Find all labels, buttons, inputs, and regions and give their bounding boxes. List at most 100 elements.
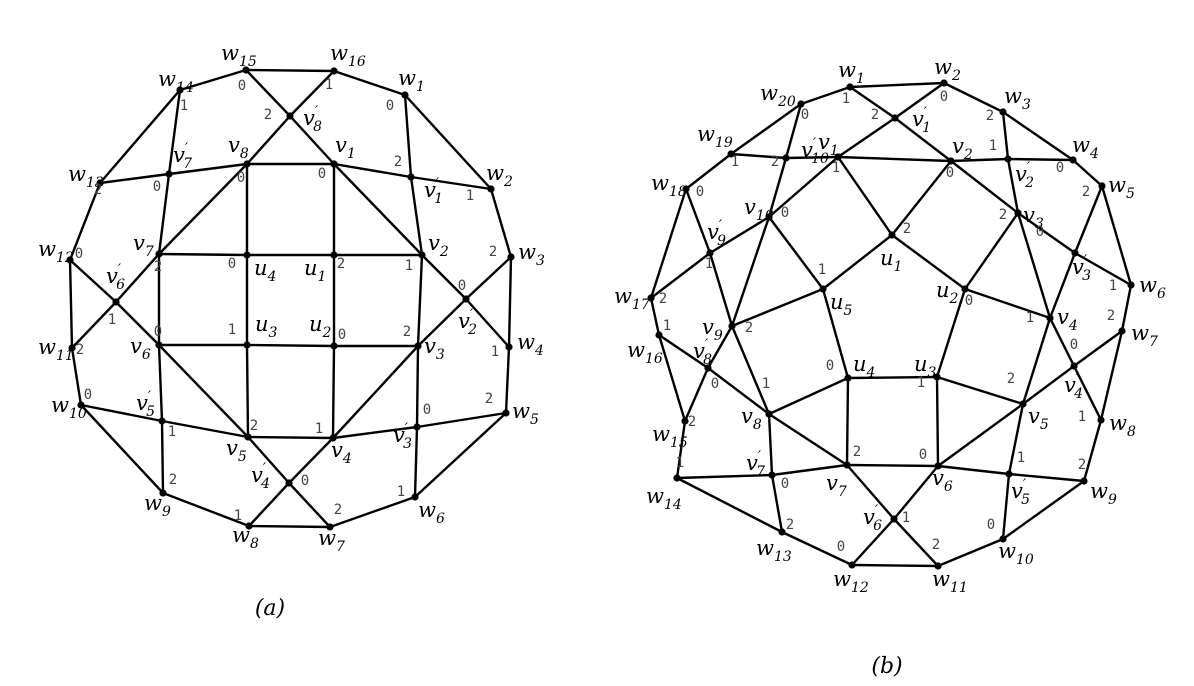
vertex-label-b-v8: v8 — [741, 404, 762, 433]
edge-color-label: 1 — [466, 188, 474, 204]
node-b-v10 — [765, 213, 773, 221]
node-b-w18 — [682, 185, 690, 193]
edge-color-label: 0 — [781, 476, 789, 492]
edge-b-vp7-v8 — [767, 412, 774, 477]
edge-b-vp10-v10 — [767, 156, 788, 219]
edge-b-w1-vp1 — [848, 85, 897, 120]
edge-a-vp8-w16 — [288, 69, 336, 118]
edge-a-w3-vp2 — [464, 255, 513, 301]
edge-a-vp4-v5 — [246, 435, 291, 485]
node-a-v6 — [155, 341, 163, 349]
edge-color-label: 0 — [1036, 224, 1044, 240]
edge-a-w1-vp1 — [403, 93, 413, 179]
edge-b-w8-w9 — [1082, 418, 1103, 483]
panel-a-nodes — [66, 66, 515, 531]
edge-color-label: 2 — [1007, 371, 1015, 387]
edge-color-label: 2 — [853, 444, 861, 460]
vertex-label-a-w16: w16 — [330, 41, 366, 70]
edge-color-label: 1 — [917, 375, 925, 391]
vertex-label-b-w7: w7 — [1131, 321, 1158, 350]
vertex-label-a-v6: v6 — [130, 334, 151, 363]
edge-color-label: 1 — [1026, 310, 1034, 326]
node-a-v4 — [329, 434, 337, 442]
edge-b-w3-vp2 — [1001, 110, 1010, 161]
node-a-w9 — [159, 489, 167, 497]
node-b-w12 — [848, 561, 856, 569]
edge-color-label: 2 — [76, 342, 84, 358]
node-b-w3 — [999, 108, 1007, 116]
vertex-label-b-u5: u5 — [830, 290, 853, 319]
vertex-label-a-vp1: v′1 — [424, 176, 443, 207]
vertex-label-a-w11: w11 — [38, 335, 74, 364]
node-a-u3 — [243, 341, 251, 349]
node-b-vp9 — [706, 249, 714, 257]
edge-a-w13-w14 — [98, 88, 182, 185]
edge-b-vp2-v3 — [1006, 157, 1020, 215]
vertex-label-b-w6: w6 — [1139, 273, 1166, 302]
edge-color-label: 0 — [228, 256, 236, 272]
edge-a-w9-vp5 — [160, 419, 165, 495]
vertex-label-b-u2: u2 — [936, 278, 959, 307]
edge-color-label: 1 — [168, 424, 176, 440]
edge-b-v2-v3 — [949, 159, 1020, 215]
node-b-v9 — [728, 322, 736, 330]
edge-a-vp3-v3 — [415, 344, 420, 429]
edge-b-w11-w12 — [850, 563, 940, 568]
edge-a-v2-v3 — [416, 253, 424, 348]
edge-color-label: 0 — [238, 78, 246, 94]
node-b-w15 — [681, 417, 689, 425]
edge-color-label: 0 — [154, 324, 162, 340]
edge-color-label: 2 — [489, 244, 497, 260]
edge-a-w10-vp5 — [79, 403, 164, 423]
edge-a-w12-w13 — [68, 181, 102, 262]
edge-a-w4-vp2 — [464, 297, 511, 349]
edge-a-vp7-v7 — [157, 172, 171, 256]
vertex-label-a-vp4: v′4 — [251, 461, 270, 492]
vertex-label-a-w6: w6 — [418, 498, 445, 527]
edge-color-label: 0 — [237, 170, 245, 186]
node-b-vp10 — [782, 154, 790, 162]
edge-color-label: 2 — [871, 107, 879, 123]
edge-color-label: 1 — [818, 262, 826, 278]
edge-a-u2-v4 — [331, 344, 336, 440]
edge-b-vp1-v1 — [836, 116, 897, 159]
vertex-label-b-v5: v5 — [1028, 404, 1049, 433]
edge-a-u3-v5 — [245, 343, 250, 439]
edge-a-w10-w11 — [70, 346, 83, 407]
edge-color-label: 2 — [250, 418, 258, 434]
vertex-label-a-w4: w4 — [517, 330, 544, 359]
vertex-label-a-w3: w3 — [518, 240, 545, 269]
node-b-w6 — [1127, 281, 1135, 289]
edge-b-w12-vp6 — [850, 517, 896, 567]
edge-a-w9-w10 — [79, 403, 165, 495]
edge-b-w20-w1 — [799, 85, 852, 106]
edge-b-w6-vp3 — [1073, 251, 1133, 287]
edge-color-label: 0 — [75, 246, 83, 262]
node-a-v3 — [414, 342, 422, 350]
vertex-label-b-vp7: v′7 — [746, 449, 765, 480]
edge-b-w9-w10 — [1001, 479, 1086, 541]
edge-color-label: 0 — [84, 387, 92, 403]
node-a-vp2 — [462, 295, 470, 303]
vertex-label-a-vp3: v′3 — [393, 421, 412, 452]
edge-color-label: 1 — [1109, 278, 1117, 294]
edge-a-vp5-v6 — [157, 343, 164, 423]
vertex-label-b-vp1: v′1 — [912, 105, 931, 136]
edge-b-v9-u5 — [730, 287, 825, 328]
edge-color-label: 0 — [153, 179, 161, 195]
node-a-w6 — [411, 493, 419, 501]
edge-color-label: 1 — [663, 318, 671, 334]
edge-color-label: 0 — [1070, 337, 1078, 353]
node-b-w19 — [727, 150, 735, 158]
edge-color-label: 2 — [786, 517, 794, 533]
edge-color-label: 2 — [403, 324, 411, 340]
node-b-vp1 — [891, 114, 899, 122]
edge-color-label: 0 — [837, 539, 845, 555]
node-a-w15 — [242, 66, 250, 74]
edge-a-vp6-v7 — [114, 252, 161, 304]
edge-b-vp3-v3 — [1016, 211, 1077, 255]
edge-a-w6-w7 — [328, 495, 417, 529]
node-a-vp1 — [407, 173, 415, 181]
node-b-v4 — [1046, 314, 1054, 322]
